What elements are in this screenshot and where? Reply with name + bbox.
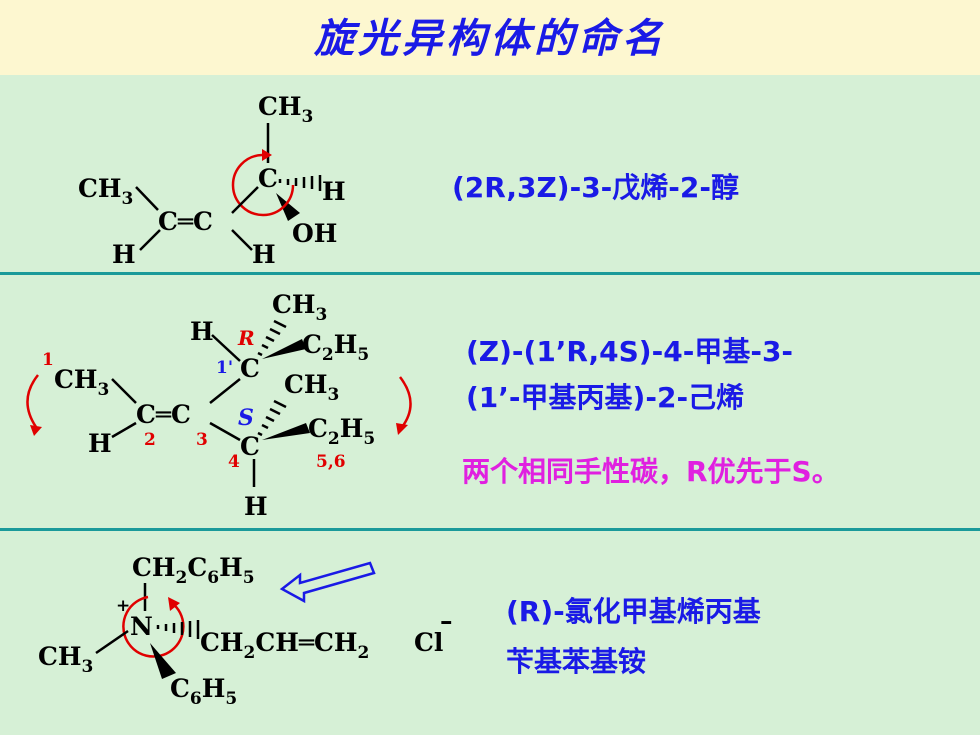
hashed-bond — [278, 175, 322, 191]
charge-plus: + — [116, 596, 130, 616]
locant-1: 1 — [42, 350, 54, 370]
atom-h-right: H — [322, 177, 346, 206]
atom-ch3-left: CH3 — [54, 365, 109, 400]
label-r: R — [237, 326, 255, 350]
name-2-line1: (Z)-(1’R,4S)-4-甲基-3- — [466, 335, 794, 368]
divider-1 — [0, 272, 980, 275]
atom-c6h5: C6H5 — [170, 674, 237, 709]
atom-h-upper: H — [190, 317, 214, 346]
atom-ch3: CH3 — [38, 642, 93, 677]
locant-1p: 1' — [216, 358, 233, 378]
atom-ch3-b: CH3 — [284, 370, 339, 405]
label-s: S — [238, 405, 254, 431]
wedge-bond — [276, 193, 300, 221]
structure-2: CH3 H R C2H5 C 1' 1 CH3 C═C H 2 3 S CH3 … — [26, 290, 412, 521]
charge-minus: – — [440, 606, 453, 635]
name-3-line1: (R)-氯化甲基烯丙基 — [506, 595, 761, 628]
structure-1: CH3 C H OH CH3 C═C H H — [78, 92, 346, 269]
atom-chiral-c: C — [258, 164, 278, 193]
atom-h-left: H — [112, 240, 136, 269]
atom-n: N — [130, 612, 153, 641]
locant-5-6: 5,6 — [316, 452, 346, 472]
hollow-arrow — [279, 561, 376, 604]
atom-cl: Cl — [414, 628, 443, 657]
atom-c-lower: C — [240, 432, 260, 461]
atom-ch3-top: CH3 — [258, 92, 313, 127]
slide-title: 旋光异构体的命名 — [314, 16, 666, 62]
atom-h-mid: H — [252, 240, 276, 269]
atom-ch3-left: CH3 — [78, 174, 133, 209]
locant-4: 4 — [228, 452, 240, 472]
atom-c-double: C═C — [136, 400, 191, 429]
atom-ch2c6h5: CH2C6H5 — [132, 553, 255, 588]
locant-2: 2 — [144, 430, 156, 450]
name-3-line2: 苄基苯基铵 — [506, 645, 647, 678]
atom-c2h5-b: C2H5 — [308, 414, 375, 449]
atom-h-bottom: H — [244, 492, 268, 521]
atom-c2h5-a: C2H5 — [302, 330, 369, 365]
atom-ch3-a: CH3 — [272, 290, 327, 325]
locant-3: 3 — [196, 430, 208, 450]
title-bar — [0, 0, 980, 75]
divider-2 — [0, 528, 980, 531]
atom-h-left: H — [88, 429, 112, 458]
atom-c-upper: C — [240, 354, 260, 383]
atom-chain: CH2CH═CH2 — [200, 628, 369, 663]
name-1: (2R,3Z)-3-戊烯-2-醇 — [452, 171, 740, 204]
name-2-line2: (1’-甲基丙基)-2-己烯 — [466, 381, 745, 414]
atom-oh: OH — [292, 219, 337, 248]
atom-c-double: C═C — [158, 207, 213, 236]
note-2: 两个相同手性碳，R优先于S。 — [462, 455, 840, 488]
structure-3: CH2C6H5 + N CH3 CH2CH═CH2 Cl – C6H5 — [38, 553, 453, 709]
rotation-arrow — [231, 153, 295, 217]
